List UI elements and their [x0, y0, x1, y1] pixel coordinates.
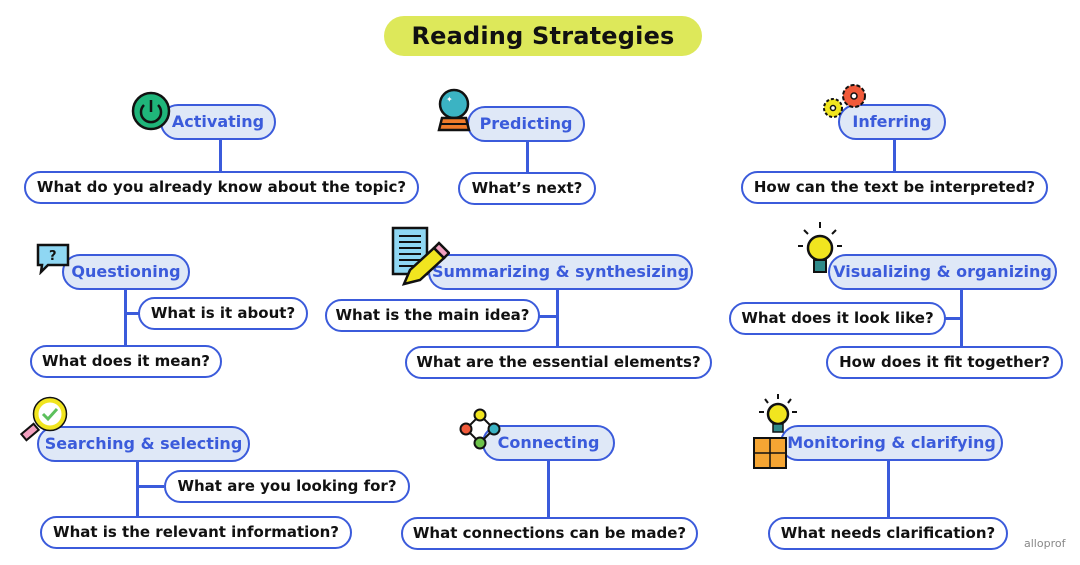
question-bubble: What does it look like? — [729, 302, 946, 335]
question-bubble: What connections can be made? — [401, 517, 698, 550]
connector — [547, 457, 550, 519]
lightbulb-puzzle-icon — [753, 394, 797, 469]
connector — [887, 459, 890, 519]
svg-text:✦: ✦ — [446, 95, 453, 104]
question-bubble: What does it mean? — [30, 345, 222, 378]
question-bubble: What’s next? — [458, 172, 596, 205]
strategy-questioning: Questioning — [62, 254, 190, 290]
connector — [124, 286, 127, 348]
question-bubble: How can the text be interpreted? — [741, 171, 1048, 204]
alloprof-logo: alloprof — [1024, 537, 1066, 550]
connector — [136, 485, 164, 488]
strategy-searching: Searching & selecting — [37, 426, 250, 462]
question-bubble: What needs clarification? — [768, 517, 1008, 550]
strategy-predicting: Predicting — [467, 106, 585, 142]
strategy-monitoring: Monitoring & clarifying — [780, 425, 1003, 461]
crystal-ball-icon: ✦ — [437, 88, 471, 132]
strategy-activating: Activating — [160, 104, 276, 140]
question-bubble: What do you already know about the topic… — [24, 171, 419, 204]
connector — [944, 317, 962, 320]
question-bubble: How does it fit together? — [826, 346, 1063, 379]
connected-dots-icon — [459, 408, 501, 450]
connector — [893, 136, 896, 174]
connector — [124, 312, 140, 315]
svg-text:?: ? — [49, 249, 57, 264]
document-pencil-icon — [391, 226, 450, 286]
strategy-summarizing: Summarizing & synthesizing — [428, 254, 693, 290]
connector — [556, 288, 559, 350]
question-bubble: What is the main idea? — [325, 299, 540, 332]
power-button-icon — [131, 91, 171, 131]
question-bubble-icon: ? — [36, 243, 70, 275]
question-bubble: What are the essential elements? — [405, 346, 712, 379]
strategy-connecting: Connecting — [482, 425, 615, 461]
page-title: Reading Strategies — [384, 16, 702, 56]
question-bubble: What is it about? — [138, 297, 308, 330]
question-bubble: What are you looking for? — [164, 470, 410, 503]
connector — [219, 136, 222, 172]
strategy-inferring: Inferring — [838, 104, 946, 140]
connector — [526, 138, 529, 174]
question-bubble: What is the relevant information? — [40, 516, 352, 549]
connector — [136, 458, 139, 518]
connector — [538, 315, 558, 318]
strategy-visualizing: Visualizing & organizing — [828, 254, 1057, 290]
gears-icon — [823, 84, 866, 118]
lightbulb-icon — [798, 222, 842, 273]
magnifier-check-icon — [20, 396, 68, 442]
